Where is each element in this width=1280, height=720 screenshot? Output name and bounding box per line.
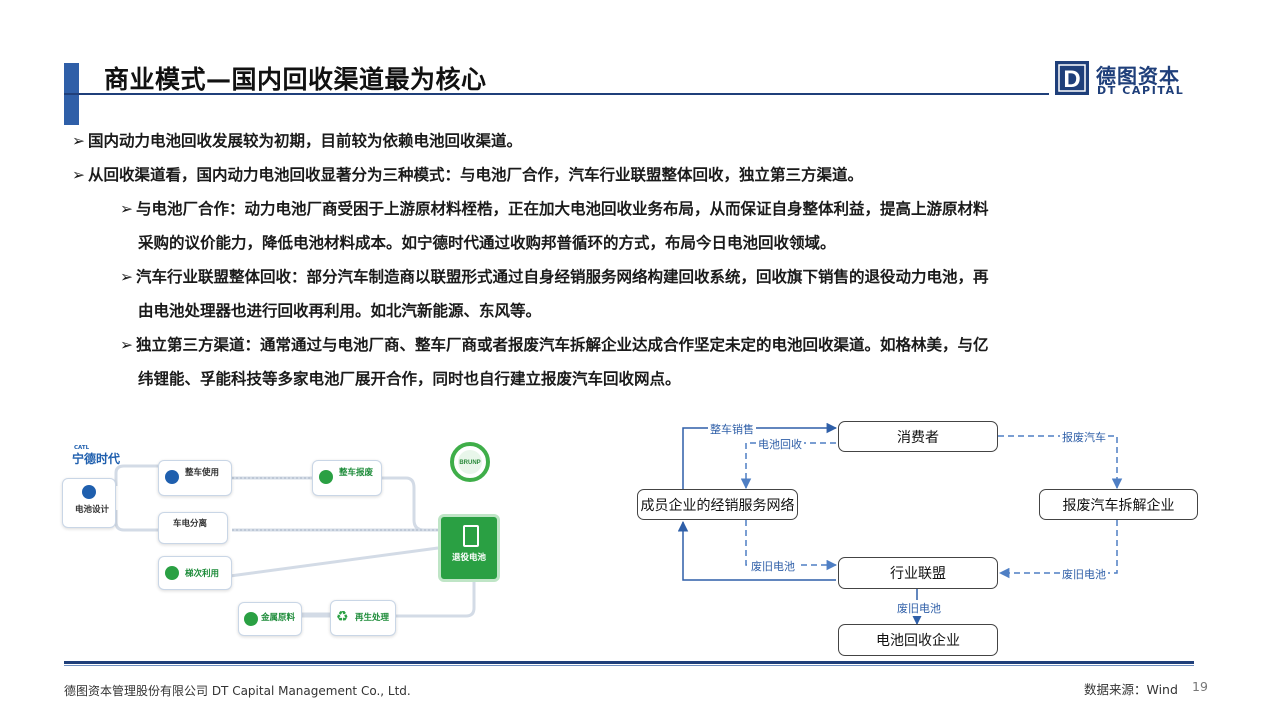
bullet-5-text-line1: 独立第三方渠道：通常通过与电池厂商、整车厂商或者报废汽车拆解企业达成合作坚定未定… bbox=[136, 336, 989, 354]
footer-rule bbox=[64, 661, 1194, 664]
node-separation-label: 车电分离 bbox=[173, 519, 208, 529]
bullet-1-text: 国内动力电池回收发展较为初期，目前较为依赖电池回收渠道。 bbox=[88, 132, 523, 150]
bullet-1: ➢国内动力电池回收发展较为初期，目前较为依赖电池回收渠道。 bbox=[72, 124, 522, 158]
car-icon bbox=[82, 485, 96, 499]
clock-icon bbox=[165, 566, 179, 580]
bullet-2-text: 从回收渠道看，国内动力电池回收显著分为三种模式：与电池厂合作，汽车行业联盟整体回… bbox=[88, 166, 864, 184]
car-icon bbox=[165, 470, 179, 484]
battery-icon bbox=[463, 525, 479, 547]
node-cascade-use-label: 梯次利用 bbox=[185, 569, 220, 579]
node-battery-design: 电池设计 bbox=[62, 478, 116, 528]
node-dealer-network: 成员企业的经销服务网络 bbox=[637, 489, 798, 520]
title-underline bbox=[64, 93, 1049, 95]
node-battery-recycler: 电池回收企业 bbox=[838, 624, 998, 656]
edge-label-used-battery-2: 废旧电池 bbox=[1060, 566, 1108, 582]
bullet-3: ➢与电池厂合作：动力电池厂商受困于上游原材料桎梏，正在加大电池回收业务布局，从而… bbox=[120, 192, 989, 226]
logo-english-name: DT CAPITAL bbox=[1097, 84, 1185, 97]
node-battery-design-label: 电池设计 bbox=[75, 505, 110, 515]
catl-recycling-flow-diagram: BRUNP CATL 宁德时代 电池设计 整车使用 整车报废 车电分离 梯次利用… bbox=[62, 438, 510, 648]
node-metal-material-label: 金属原料 bbox=[261, 613, 296, 623]
node-scrap-dismantler: 报废汽车拆解企业 bbox=[1039, 489, 1198, 520]
page-number: 19 bbox=[1192, 679, 1208, 694]
bullet-marker: ➢ bbox=[72, 166, 85, 184]
catl-brand-small: CATL bbox=[74, 445, 90, 451]
node-industry-alliance: 行业联盟 bbox=[838, 557, 998, 589]
edge-label-used-battery-3: 废旧电池 bbox=[895, 600, 943, 616]
recycle-icon: ♻ bbox=[336, 609, 349, 625]
logo-letter: D bbox=[1063, 66, 1080, 93]
node-vehicle-use: 整车使用 bbox=[158, 460, 232, 496]
footer-company: 德图资本管理股份有限公司 DT Capital Management Co., … bbox=[64, 684, 411, 698]
bullet-5-text-line2: 纬锂能、孚能科技等多家电池厂展开合作，同时也自行建立报废汽车回收网点。 bbox=[138, 370, 681, 388]
node-consumer: 消费者 bbox=[838, 421, 998, 452]
footer-rule-thin bbox=[64, 665, 1194, 666]
page-title: 商业模式—国内回收渠道最为核心 bbox=[104, 65, 487, 94]
footer-source: 数据来源：Wind bbox=[1084, 682, 1178, 697]
edge-label-vehicle-sales: 整车销售 bbox=[708, 421, 756, 437]
node-retired-battery-label: 退役电池 bbox=[452, 553, 487, 563]
bullet-4-text-line2: 由电池处理器也进行回收再利用。如北汽新能源、东风等。 bbox=[138, 302, 542, 320]
bullet-2: ➢从回收渠道看，国内动力电池回收显著分为三种模式：与电池厂合作，汽车行业联盟整体… bbox=[72, 158, 863, 192]
bullet-marker: ➢ bbox=[72, 132, 85, 150]
dt-capital-logo-icon: D bbox=[1055, 61, 1089, 95]
bullet-4: ➢汽车行业联盟整体回收：部分汽车制造商以联盟形式通过自身经销服务网络构建回收系统… bbox=[120, 260, 989, 294]
node-vehicle-scrap-label: 整车报废 bbox=[339, 468, 374, 478]
edge-label-used-battery-1: 废旧电池 bbox=[749, 558, 797, 574]
material-icon bbox=[244, 612, 258, 626]
node-separation: 车电分离 bbox=[158, 512, 228, 544]
node-vehicle-scrap: 整车报废 bbox=[312, 460, 382, 496]
bullet-3-text-line2: 采购的议价能力，降低电池材料成本。如宁德时代通过收购邦普循环的方式，布局今日电池… bbox=[138, 234, 836, 252]
node-retired-battery: 退役电池 bbox=[438, 514, 500, 582]
car-icon bbox=[319, 470, 333, 484]
bullet-marker: ➢ bbox=[120, 200, 133, 218]
edge-label-battery-return: 电池回收 bbox=[756, 436, 804, 452]
catl-brand-name: 宁德时代 bbox=[72, 452, 121, 466]
bullet-5: ➢独立第三方渠道：通常通过与电池厂商、整车厂商或者报废汽车拆解企业达成合作坚定未… bbox=[120, 328, 989, 362]
node-cascade-use: 梯次利用 bbox=[158, 556, 232, 590]
logo-chinese-name: 德图资本 bbox=[1096, 64, 1180, 88]
bullet-3-text-line1: 与电池厂合作：动力电池厂商受困于上游原材料桎梏，正在加大电池回收业务布局，从而保… bbox=[136, 200, 989, 218]
node-metal-material: 金属原料 bbox=[238, 602, 302, 636]
brunp-badge-text: BRUNP bbox=[459, 460, 480, 466]
node-vehicle-use-label: 整车使用 bbox=[185, 468, 220, 478]
bullet-4-text-line1: 汽车行业联盟整体回收：部分汽车制造商以联盟形式通过自身经销服务网络构建回收系统，… bbox=[136, 268, 989, 286]
node-regeneration-label: 再生处理 bbox=[355, 613, 390, 623]
bullet-marker: ➢ bbox=[120, 268, 133, 286]
catl-flow-connectors: BRUNP bbox=[114, 442, 490, 618]
bullet-marker: ➢ bbox=[120, 336, 133, 354]
node-regeneration: ♻ 再生处理 bbox=[330, 600, 396, 636]
edge-label-scrap-car: 报废汽车 bbox=[1060, 429, 1108, 445]
